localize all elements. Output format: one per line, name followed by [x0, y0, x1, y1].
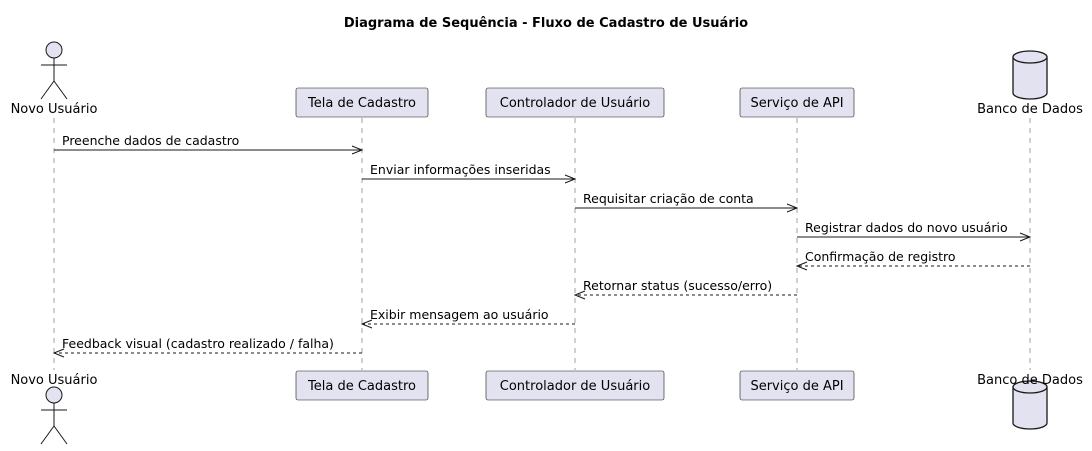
participant-tela-top: Tela de Cadastro	[295, 87, 429, 118]
actor-icon	[40, 386, 68, 445]
participant-label: Controlador de Usuário	[500, 96, 650, 111]
arrowhead-icon	[795, 261, 808, 271]
message-label: Registrar dados do novo usuário	[805, 220, 1008, 235]
participant-label: Tela de Cadastro	[307, 379, 416, 394]
lifelines	[53, 118, 1031, 370]
participant-label: Controlador de Usuário	[500, 379, 650, 394]
message-label: Requisitar criação de conta	[583, 191, 754, 206]
arrowhead-icon	[360, 319, 373, 329]
participant-box	[485, 370, 665, 401]
participant-label: Banco de Dados	[977, 102, 1083, 117]
participant-banco-top: Banco de Dados	[977, 50, 1083, 117]
participant-usuario-top: Novo Usuário	[11, 41, 98, 117]
message-4: Registrar dados do novo usuário	[797, 220, 1032, 242]
message-5: Confirmação de registro	[795, 249, 1030, 271]
participant-box	[739, 370, 855, 401]
arrowhead-icon	[52, 348, 65, 358]
message-8: Feedback visual (cadastro realizado / fa…	[52, 336, 362, 358]
participant-box	[485, 87, 665, 118]
message-label: Enviar informações inseridas	[370, 162, 551, 177]
arrowhead-icon	[786, 203, 799, 213]
message-1: Preenche dados de cadastro	[54, 133, 364, 155]
message-label: Preenche dados de cadastro	[62, 133, 239, 148]
participant-label: Novo Usuário	[11, 102, 98, 117]
participant-box	[295, 370, 429, 401]
participant-api-bottom: Serviço de API	[739, 370, 855, 401]
arrowhead-icon	[573, 290, 586, 300]
arrowhead-icon	[564, 174, 577, 184]
message-label: Exibir mensagem ao usuário	[370, 307, 549, 322]
participant-api-top: Serviço de API	[739, 87, 855, 118]
participant-box	[739, 87, 855, 118]
participant-controlador-bottom: Controlador de Usuário	[485, 370, 665, 401]
database-icon	[1012, 380, 1048, 430]
participant-label: Serviço de API	[750, 379, 843, 394]
participant-label: Novo Usuário	[11, 373, 98, 388]
message-7: Exibir mensagem ao usuário	[360, 307, 575, 329]
participant-label: Serviço de API	[750, 96, 843, 111]
arrowhead-icon	[351, 145, 364, 155]
message-label: Retornar status (sucesso/erro)	[583, 278, 772, 293]
participant-usuario-bottom: Novo Usuário	[11, 373, 98, 445]
participant-label: Tela de Cadastro	[307, 96, 416, 111]
message-2: Enviar informações inseridas	[362, 162, 577, 184]
message-label: Confirmação de registro	[805, 249, 956, 264]
message-6: Retornar status (sucesso/erro)	[573, 278, 797, 300]
participant-box	[295, 87, 429, 118]
diagram-title: Diagrama de Sequência - Fluxo de Cadastr…	[344, 16, 748, 31]
participant-label: Banco de Dados	[977, 373, 1083, 388]
message-3: Requisitar criação de conta	[575, 191, 799, 213]
message-label: Feedback visual (cadastro realizado / fa…	[62, 336, 334, 351]
participant-controlador-top: Controlador de Usuário	[485, 87, 665, 118]
database-icon	[1012, 50, 1048, 100]
participant-banco-bottom: Banco de Dados	[977, 373, 1083, 430]
participant-tela-bottom: Tela de Cadastro	[295, 370, 429, 401]
actor-icon	[40, 41, 68, 100]
arrowhead-icon	[1019, 232, 1032, 242]
